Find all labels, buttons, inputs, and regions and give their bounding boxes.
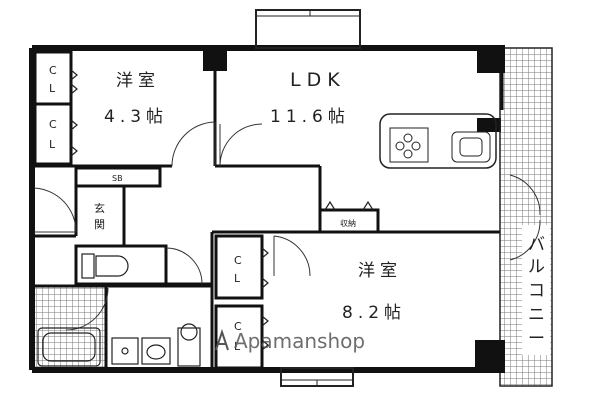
kitchen-counter [379, 113, 497, 169]
interior-walls [32, 50, 500, 370]
closet-4-letter-c: C [234, 320, 242, 333]
closet-3-letter-l: L [234, 272, 241, 285]
watermark-text: Apamanshop [234, 329, 365, 353]
closet-1-letter-c: C [49, 64, 57, 77]
door-swings [33, 121, 541, 331]
balcony-char-4: ニ [528, 305, 550, 325]
ldk-window [255, 9, 361, 49]
room-name-ldk: LDK [290, 69, 346, 91]
storage-label: 収納 [340, 218, 356, 228]
room-name-western-2: 洋室 [358, 261, 402, 281]
washbasin-icon [111, 323, 201, 367]
balcony-char-3: コ [528, 281, 550, 301]
entrance-char-2: 関 [94, 218, 105, 231]
bedroom-window [280, 367, 354, 387]
closet-2-letter-c: C [49, 118, 57, 131]
room-size-ldk: 11.6帖 [270, 107, 350, 127]
balcony [499, 47, 553, 387]
room-name-western-1: 洋室 [116, 71, 160, 91]
closet-4-letter-l: L [234, 340, 241, 353]
stove-icon [395, 133, 421, 159]
bathtub-icon [37, 327, 101, 367]
balcony-char-5: ー [528, 329, 550, 349]
entrance-char-1: 玄 [94, 201, 105, 215]
closet-2-letter-l: L [49, 138, 56, 151]
closet-3-letter-c: C [234, 254, 242, 267]
balcony-char-2: ル [528, 257, 550, 277]
toilet-icon [81, 253, 129, 279]
room-size-western-2: 8.2帖 [342, 303, 406, 323]
apamanshop-watermark: Apamanshop [215, 328, 365, 353]
balcony-char-1: バ [528, 235, 550, 255]
closet-1-letter-l: L [49, 82, 56, 95]
shoebox-label: SB [112, 174, 123, 183]
room-size-western-1: 4.3帖 [104, 107, 168, 127]
closet-markers [70, 69, 374, 351]
